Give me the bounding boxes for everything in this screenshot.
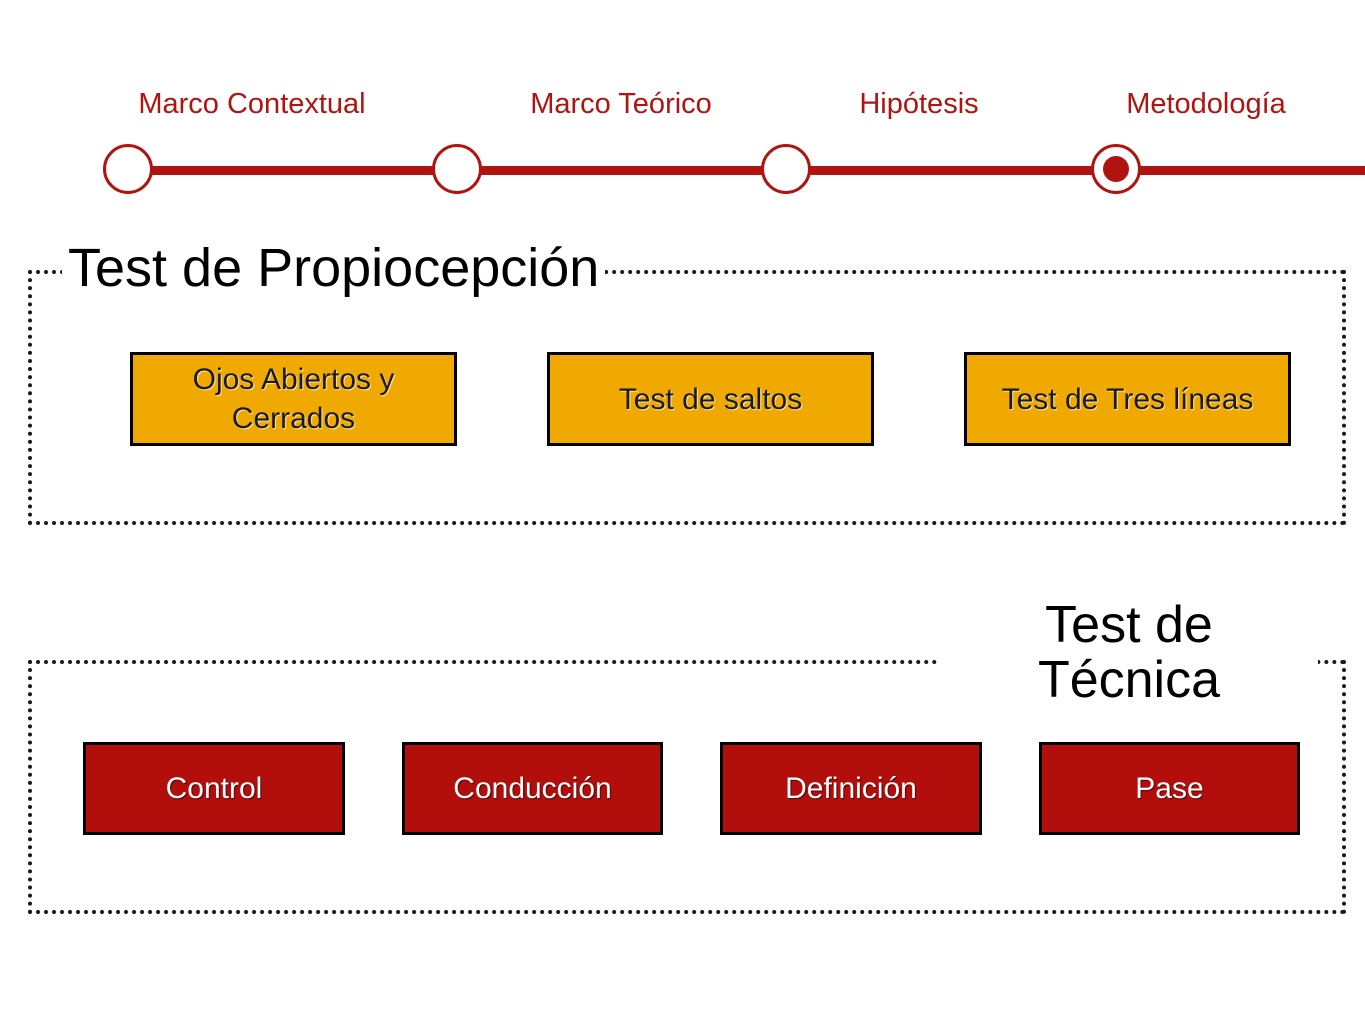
tecnica-title-line2: Técnica (1037, 650, 1221, 709)
box-conduccion[interactable]: Conducción (402, 742, 663, 835)
tecnica-title-line1: Test de (1045, 596, 1213, 654)
step-node-hipotesis[interactable] (761, 144, 811, 194)
tecnica-title: Test de Técnica (940, 598, 1318, 708)
box-test-tres-lineas[interactable]: Test de Tres líneas (964, 352, 1291, 446)
nav-label-marco-teorico[interactable]: Marco Teórico (530, 88, 712, 120)
nav-label-metodologia[interactable]: Metodología (1126, 88, 1286, 120)
propiocepcion-title: Test de Propiocepción (62, 240, 606, 297)
propiocepcion-group (28, 270, 1346, 525)
nav-label-marco-contextual[interactable]: Marco Contextual (138, 88, 366, 120)
step-node-metodologia-active[interactable] (1091, 144, 1141, 194)
box-control[interactable]: Control (83, 742, 345, 835)
nav-label-hipotesis[interactable]: Hipótesis (859, 88, 979, 120)
timeline-track (150, 166, 1365, 175)
box-test-de-saltos[interactable]: Test de saltos (547, 352, 874, 446)
active-step-dot (1103, 156, 1129, 182)
box-pase[interactable]: Pase (1039, 742, 1300, 835)
tecnica-group (28, 660, 1346, 914)
step-node-marco-teorico[interactable] (432, 144, 482, 194)
box-definicion[interactable]: Definición (720, 742, 982, 835)
step-node-marco-contextual[interactable] (103, 144, 153, 194)
box-ojos-abiertos-cerrados[interactable]: Ojos Abiertos y Cerrados (130, 352, 457, 446)
